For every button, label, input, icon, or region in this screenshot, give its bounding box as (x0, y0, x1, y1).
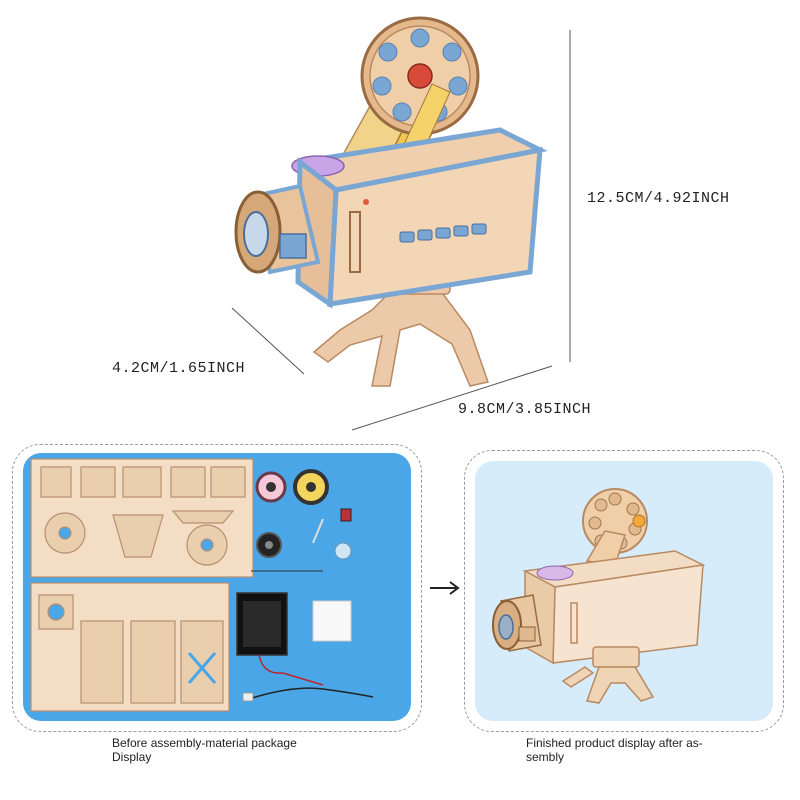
depth-dimension-line (231, 307, 305, 375)
after-caption-line2: sembly (526, 750, 565, 764)
lens-assembly (234, 183, 321, 275)
film-reel (360, 16, 480, 136)
projector-model-illustration (231, 16, 571, 431)
before-caption-line1: Before assembly-material package (112, 736, 297, 750)
gear-parts (255, 469, 329, 558)
motor-part (340, 508, 352, 522)
finished-lens (492, 594, 542, 652)
finished-product-photo (475, 461, 773, 721)
arrow-connector (428, 578, 462, 598)
right-arrow-icon (430, 581, 460, 595)
before-caption-line2: Display (112, 750, 152, 764)
height-dimension-label: 12.5CM/4.92INCH (587, 190, 730, 207)
finished-film-reel (582, 488, 648, 554)
pin-part (312, 518, 324, 544)
finished-product-panel (464, 450, 784, 732)
projector-body (291, 127, 548, 309)
battery-box (236, 592, 324, 686)
wire-part (248, 687, 374, 700)
indicator-light (363, 199, 369, 205)
after-caption-line1: Finished product display after as- (526, 736, 703, 750)
material-package-illustration (30, 458, 374, 712)
connector-part (242, 692, 254, 702)
wood-sheet-top (30, 458, 254, 578)
finished-projector-illustration (492, 488, 706, 704)
lens-part (334, 542, 352, 560)
width-dimension-line (351, 365, 553, 431)
depth-dimension-label: 4.2CM/1.65INCH (112, 360, 246, 377)
wood-sheet-bottom (30, 582, 230, 712)
before-assembly-caption: Before assembly-material package Display (112, 736, 297, 764)
material-package-photo (23, 453, 411, 721)
finished-tripod (561, 646, 655, 704)
width-dimension-label: 9.8CM/3.85INCH (458, 401, 592, 418)
after-assembly-caption: Finished product display after as- sembl… (526, 736, 703, 764)
vent-grille (399, 223, 487, 243)
white-card-part (312, 600, 352, 642)
material-package-panel (12, 444, 422, 732)
product-hero: 12.5CM/4.92INCH 4.2CM/1.65INCH 9.8CM/3.8… (112, 16, 730, 431)
